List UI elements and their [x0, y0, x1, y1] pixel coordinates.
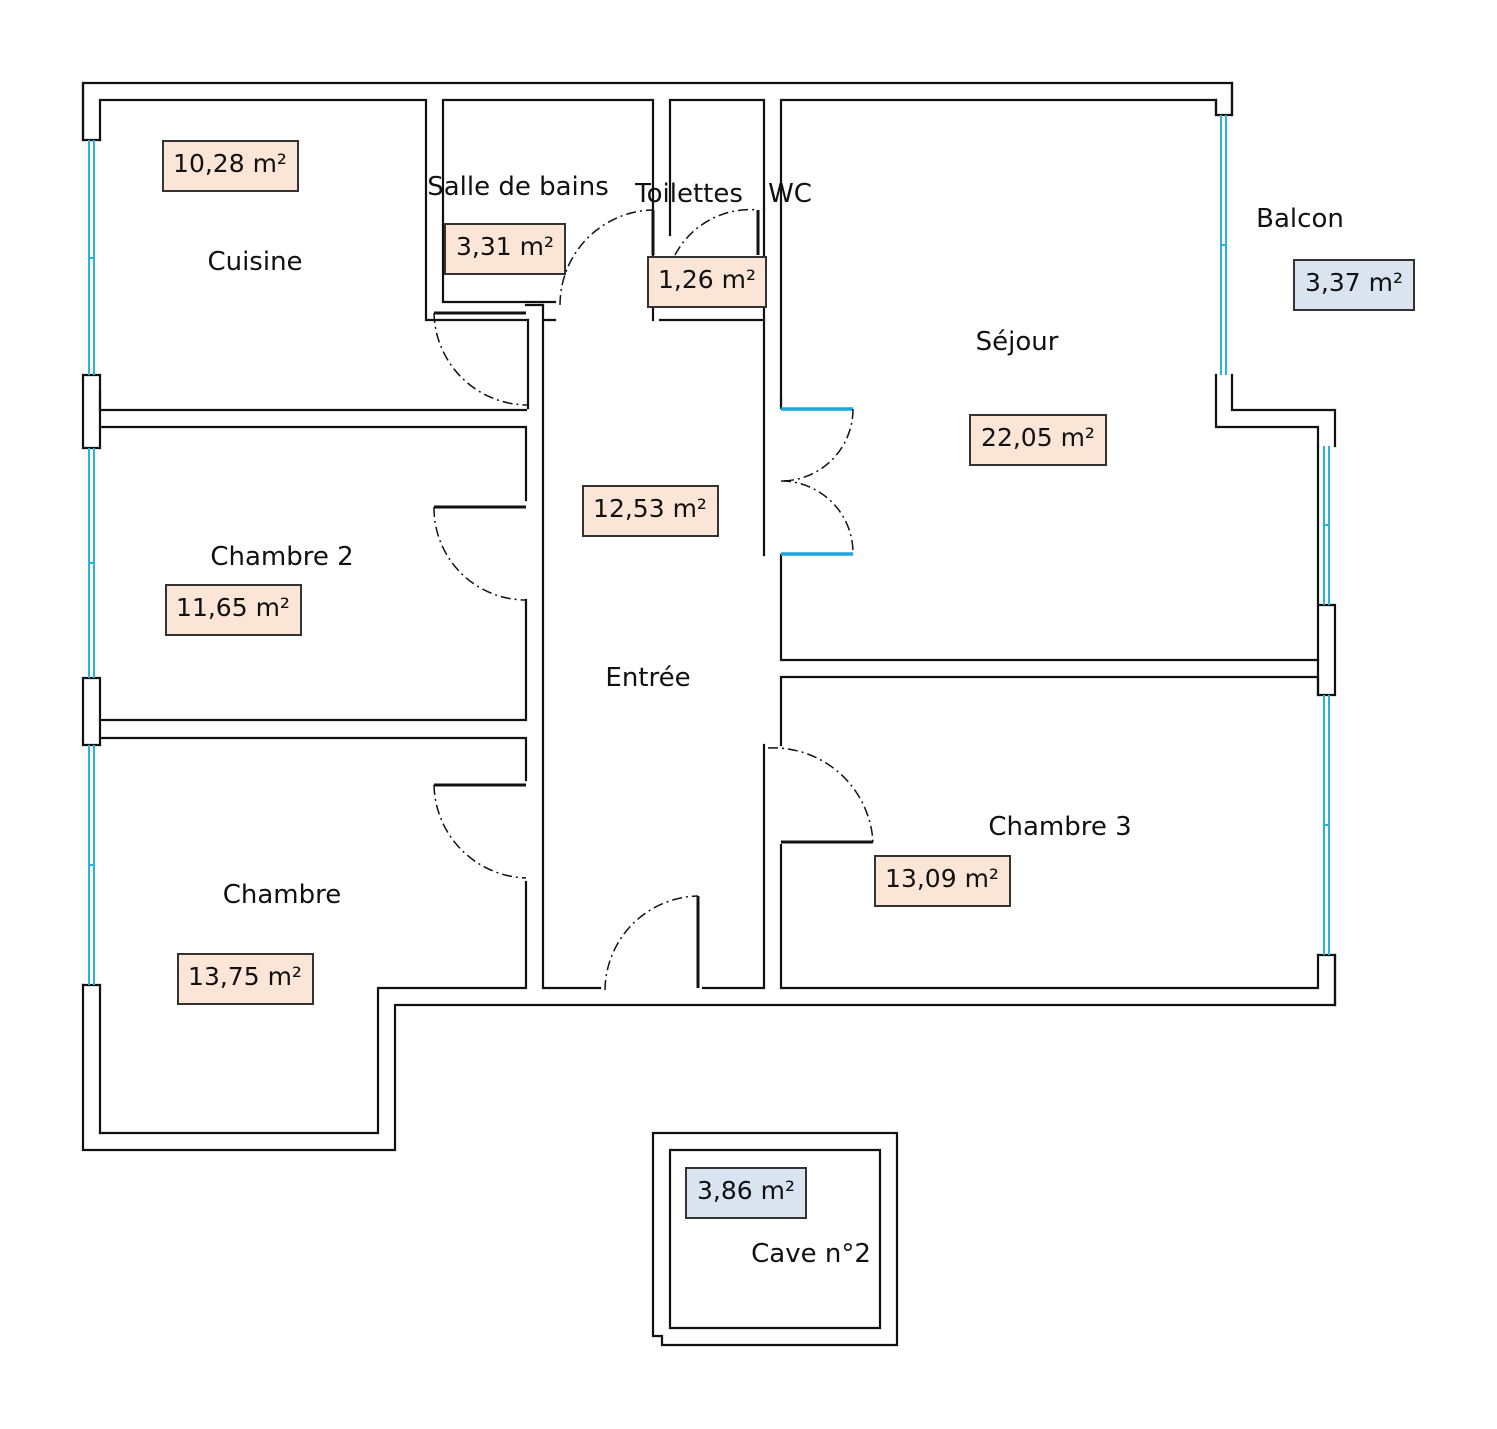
area-box-cuisine: [162, 140, 299, 192]
window-sejour-right: [1323, 446, 1330, 605]
entree-walls: [541, 303, 766, 990]
door-sejour-swing-bottom: [780, 480, 854, 555]
door-cuisine-swing: [433, 312, 529, 406]
left-wall-top-stub: [81, 81, 102, 142]
left-wall-pier-2: [81, 676, 102, 747]
door-chambre-swing: [433, 784, 527, 879]
area-toilettes: 1,26 m²: [658, 265, 756, 294]
area-box-chambre-3: [874, 855, 1011, 907]
label-balcon: Balcon: [1256, 204, 1344, 234]
chambre3-walls: [779, 675, 1320, 990]
label-chambre-2: Chambre 2: [210, 542, 353, 572]
area-box-salle-de-bains: [444, 223, 566, 275]
right-wall-pier-2: [1316, 953, 1337, 1007]
area-box-cave: [685, 1167, 807, 1219]
area-chambre-3: 13,09 m²: [885, 864, 999, 893]
right-wall-top-stub: [1214, 81, 1234, 117]
area-balcon: 3,37 m²: [1305, 268, 1403, 297]
door-sdb-swing: [559, 209, 654, 306]
area-box-balcon: [1293, 259, 1415, 311]
cave-inner-wall: [668, 1148, 882, 1330]
area-boxes: 10,28 m² 3,31 m² 1,26 m² 3,37 m² 22,05 m…: [162, 140, 1415, 1219]
area-box-entree: [582, 485, 719, 537]
area-box-chambre: [177, 953, 314, 1005]
window-chambre2: [88, 448, 95, 678]
area-cave: 3,86 m²: [697, 1176, 795, 1205]
area-box-chambre-2: [165, 584, 302, 636]
label-cave: Cave n°2: [751, 1239, 871, 1269]
cave: [651, 1131, 899, 1347]
label-chambre-3: Chambre 3: [988, 812, 1131, 842]
door-entree-swing: [604, 895, 699, 991]
window-chambre: [88, 745, 95, 985]
doors: [433, 208, 874, 991]
door-chambre3-swing: [767, 747, 874, 843]
window-sejour-balcon: [1220, 115, 1227, 375]
area-box-sejour: [969, 414, 1107, 466]
label-cuisine: Cuisine: [207, 247, 302, 277]
inner-top-wall: [98, 98, 1218, 402]
chambre-walls: [98, 736, 528, 1135]
area-chambre-2: 11,65 m²: [176, 593, 290, 622]
cave-outer-wall: [651, 1131, 899, 1347]
area-entree: 12,53 m²: [593, 494, 707, 523]
cuisine-bottom-wall: [98, 390, 528, 412]
window-chambre3: [1323, 695, 1330, 955]
label-salle-de-bains: Salle de bains: [427, 172, 609, 202]
right-wall-pier-1: [1316, 603, 1337, 697]
area-sejour: 22,05 m²: [981, 423, 1095, 452]
windows: [88, 115, 1330, 985]
chambre2-walls: [98, 425, 528, 722]
entree-left-stubs: [524, 303, 545, 410]
interior-walls: [98, 208, 1320, 1135]
area-salle-de-bains: 3,31 m²: [456, 232, 554, 261]
label-entree: Entrée: [605, 663, 690, 693]
room-labels: Cuisine Salle de bains Toilettes WC Balc…: [207, 172, 1343, 1269]
area-cuisine: 10,28 m²: [173, 149, 287, 178]
label-toilettes: Toilettes: [634, 179, 743, 209]
window-cuisine: [88, 140, 95, 375]
door-wc-swing: [674, 208, 759, 256]
area-box-toilettes: [647, 256, 767, 308]
door-chambre2-swing: [433, 506, 527, 601]
label-wc: WC: [768, 179, 812, 209]
left-wall-pier-3: [81, 983, 102, 1135]
area-chambre: 13,75 m²: [188, 962, 302, 991]
label-sejour: Séjour: [976, 327, 1059, 357]
left-wall-pier-1: [81, 373, 102, 450]
sejour-walls: [779, 398, 1320, 662]
door-sejour-swing-top: [780, 408, 854, 482]
outer-wall-outline: [81, 81, 1337, 1152]
label-chambre: Chambre: [223, 880, 342, 910]
